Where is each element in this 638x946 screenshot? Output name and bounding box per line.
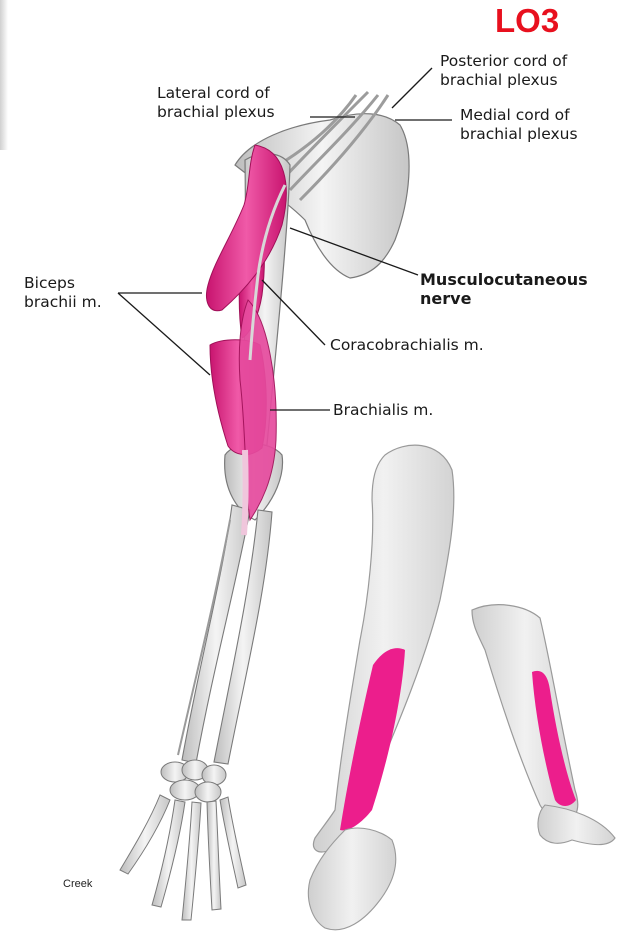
biceps-tendon bbox=[244, 450, 246, 535]
illustrator-credit: Creek bbox=[63, 878, 92, 890]
brachialis-label: Brachialis m. bbox=[333, 401, 433, 420]
hand-bones bbox=[120, 760, 246, 920]
coracobrachialis-label: Coracobrachialis m. bbox=[330, 336, 484, 355]
learning-objective-tag: LO3 bbox=[495, 2, 559, 40]
arm-skin-lateral bbox=[313, 445, 453, 852]
